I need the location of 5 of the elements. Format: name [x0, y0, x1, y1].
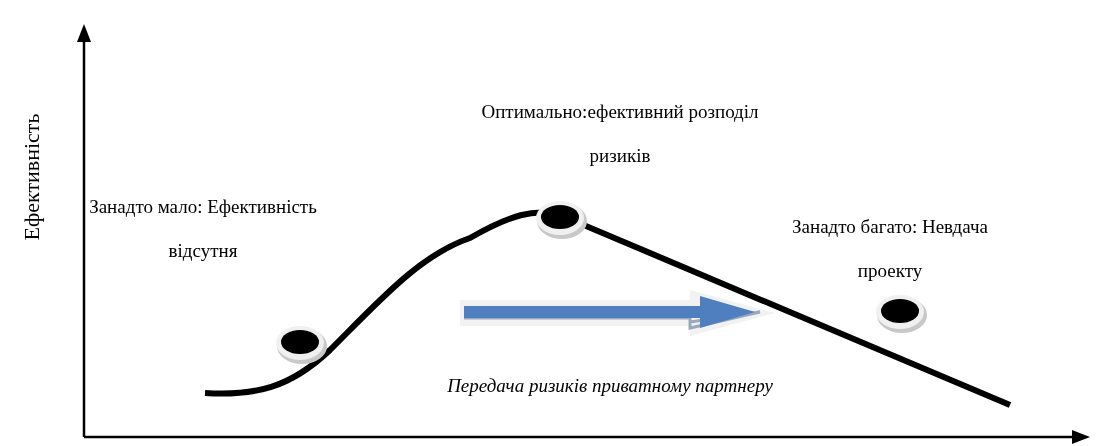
annotation-text: Занадто мало: Ефективність відсутня	[88, 195, 318, 263]
annotation-text: Занадто багато: Невдача проекту	[791, 215, 989, 283]
axis-title: Ефективність	[18, 112, 45, 243]
arrow-caption: Передача ризиків приватному партнеру	[446, 374, 774, 398]
annotation-text: Оптимально:ефективний розподіл ризиків	[480, 100, 760, 168]
